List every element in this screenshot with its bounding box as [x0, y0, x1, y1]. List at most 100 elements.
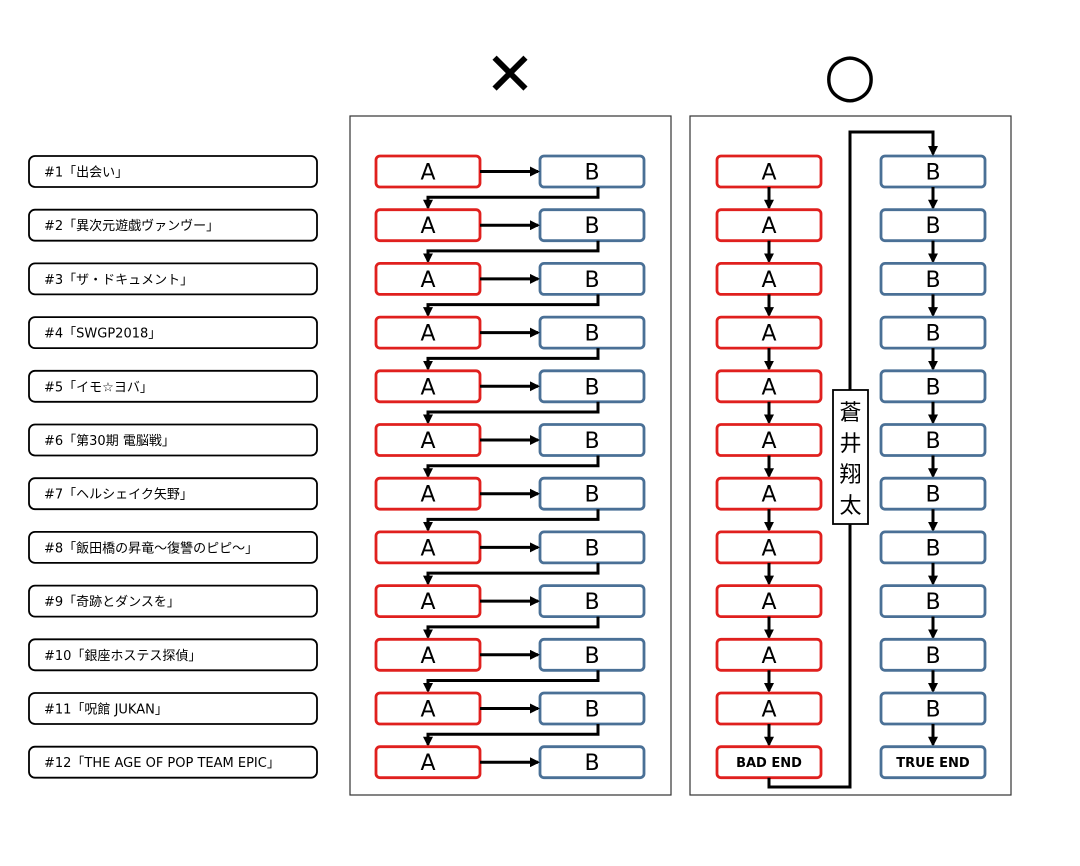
- episode-box: [28, 745, 318, 779]
- arrow-b-to-next-a: [423, 509, 600, 532]
- box-b: [538, 423, 646, 457]
- episode-label: #7「ヘルシェイク矢野」: [44, 488, 193, 503]
- episode-box: [28, 316, 318, 350]
- episode-box: [28, 155, 318, 188]
- vertical-label-char: 太: [839, 494, 861, 519]
- wrong-mark: ✕: [485, 40, 535, 110]
- box-a-label: A: [420, 375, 435, 400]
- box-b: [538, 530, 646, 565]
- box-b-label: B: [925, 483, 940, 508]
- episode-box: [28, 584, 318, 618]
- episode-box: [28, 369, 318, 403]
- box-a-label: A: [761, 483, 776, 508]
- episode-label: #12「THE AGE OF POP TEAM EPIC」: [44, 756, 280, 771]
- box-a-label: A: [420, 590, 435, 615]
- box-b-label: B: [584, 698, 599, 723]
- true-end-label: TRUE END: [896, 756, 970, 771]
- box-b-label: B: [584, 644, 599, 669]
- box-a-label: A: [761, 536, 776, 561]
- episode-item: #8「飯田橋の昇竜～復讐のピピ～」: [28, 531, 318, 564]
- episode-label: #1「出会い」: [44, 166, 128, 181]
- box-b: [538, 208, 646, 243]
- episode-item: #5「イモ☆ヨバ」: [28, 369, 318, 403]
- box-b-label: B: [925, 536, 940, 561]
- box-b-label: B: [584, 161, 599, 186]
- box-b-label: B: [925, 698, 940, 723]
- arrow-b-to-next-a: [423, 616, 600, 640]
- box-a-label: A: [761, 161, 776, 186]
- right-mark: ○: [824, 40, 876, 110]
- box-b-label: B: [925, 322, 940, 347]
- episode-item: #7「ヘルシェイク矢野」: [28, 477, 318, 511]
- box-b: [538, 637, 646, 672]
- box-b-label: B: [925, 268, 940, 293]
- box-b-label: B: [584, 429, 599, 454]
- box-b: [538, 315, 646, 350]
- episode-item: #2「異次元遊戯ヴァンヴー」: [28, 208, 318, 242]
- arrow-b-to-next-a: [423, 240, 600, 264]
- true-end-box: [879, 745, 987, 780]
- box-b-label: B: [584, 268, 599, 293]
- box-b-label: B: [584, 483, 599, 508]
- arrow-b-to-next-a: [423, 670, 600, 693]
- box-a-label: A: [761, 322, 776, 347]
- episode-box: [28, 692, 318, 725]
- episode-item: #12「THE AGE OF POP TEAM EPIC」: [28, 745, 318, 779]
- episode-label: #4「SWGP2018」: [44, 327, 161, 342]
- episode-box: [28, 262, 318, 296]
- box-b-label: B: [584, 375, 599, 400]
- box-b-label: B: [925, 214, 940, 239]
- episode-label: #6「第30期 電脳戦」: [44, 434, 175, 449]
- episode-label: #5「イモ☆ヨバ」: [44, 380, 153, 395]
- box-a-label: A: [420, 429, 435, 454]
- box-b-label: B: [925, 375, 940, 400]
- box-a-label: A: [420, 536, 435, 561]
- box-a-label: A: [420, 161, 435, 186]
- box-a-label: A: [761, 375, 776, 400]
- episode-item: #9「奇跡とダンスを」: [28, 584, 318, 618]
- episode-label: #9「奇跡とダンスを」: [44, 594, 180, 610]
- box-a-label: A: [761, 214, 776, 239]
- box-a-label: A: [761, 429, 776, 454]
- episode-label: #2「異次元遊戯ヴァンヴー」: [44, 218, 219, 234]
- episode-item: #10「銀座ホステス探偵」: [28, 638, 318, 672]
- episode-label: #8「飯田橋の昇竜～復讐のピピ～」: [44, 540, 258, 556]
- episode-item: #3「ザ・ドキュメント」: [28, 262, 318, 296]
- arrow-b-to-next-a: [423, 348, 600, 371]
- box-b-label: B: [584, 214, 599, 239]
- box-b: [538, 369, 646, 404]
- bad-end-label: BAD END: [736, 756, 802, 771]
- episode-item: #11「呪館 JUKAN」: [28, 692, 318, 725]
- episode-item: #6「第30期 電脳戦」: [28, 423, 318, 457]
- episode-label: #10「銀座ホステス探偵」: [44, 649, 201, 664]
- vertical-label-char: 蒼: [839, 401, 861, 426]
- box-b-label: B: [925, 161, 940, 186]
- episode-box: [28, 477, 318, 511]
- episode-box: [28, 208, 318, 242]
- box-a-label: A: [420, 483, 435, 508]
- box-a-label: A: [761, 590, 776, 615]
- vertical-label-char: 井: [839, 432, 861, 457]
- box-a-label: A: [420, 751, 435, 776]
- box-b-label: B: [925, 429, 940, 454]
- box-b-label: B: [584, 590, 599, 615]
- box-b: [538, 154, 646, 189]
- episode-label: #3「ザ・ドキュメント」: [44, 273, 193, 288]
- episode-box: [28, 423, 318, 457]
- box-a-label: A: [761, 268, 776, 293]
- episode-label: #11「呪館 JUKAN」: [44, 703, 168, 718]
- box-b: [538, 584, 646, 618]
- box-a-label: A: [420, 322, 435, 347]
- box-b-label: B: [584, 536, 599, 561]
- box-a-label: A: [420, 644, 435, 669]
- arrow-b-to-next-a: [423, 562, 600, 586]
- arrow-b-to-next-a: [423, 294, 600, 318]
- episode-item: #4「SWGP2018」: [28, 316, 318, 350]
- box-b-label: B: [584, 322, 599, 347]
- arrow-b-to-next-a: [423, 401, 600, 425]
- box-b: [538, 691, 646, 726]
- episode-box: [28, 531, 318, 564]
